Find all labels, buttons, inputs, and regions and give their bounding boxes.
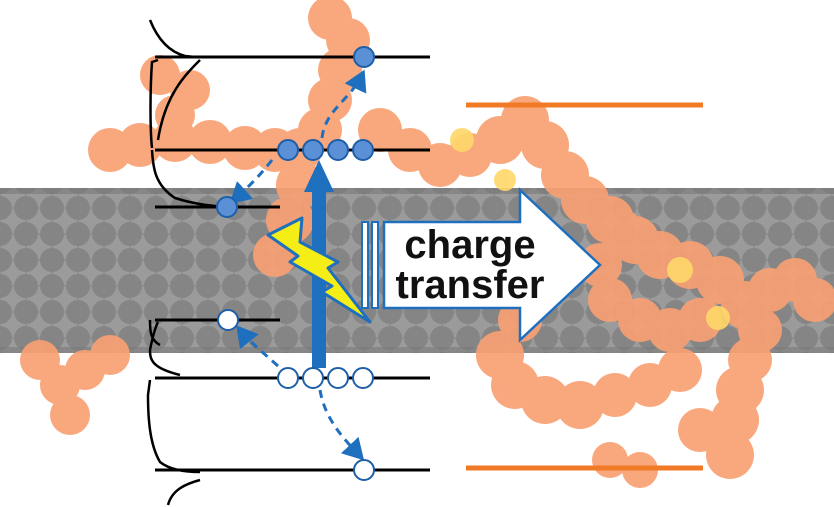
empty-states	[217, 309, 375, 481]
arrow-label-transfer: transfer	[396, 263, 545, 307]
arrow-label-charge: charge	[404, 223, 535, 267]
polymer-sulfur-atoms	[450, 128, 730, 330]
filled-states	[216, 46, 375, 218]
relaxation-arrows	[229, 69, 367, 461]
lightning-bolt-icon	[266, 216, 372, 324]
right-block-arrow-icon	[361, 187, 602, 343]
